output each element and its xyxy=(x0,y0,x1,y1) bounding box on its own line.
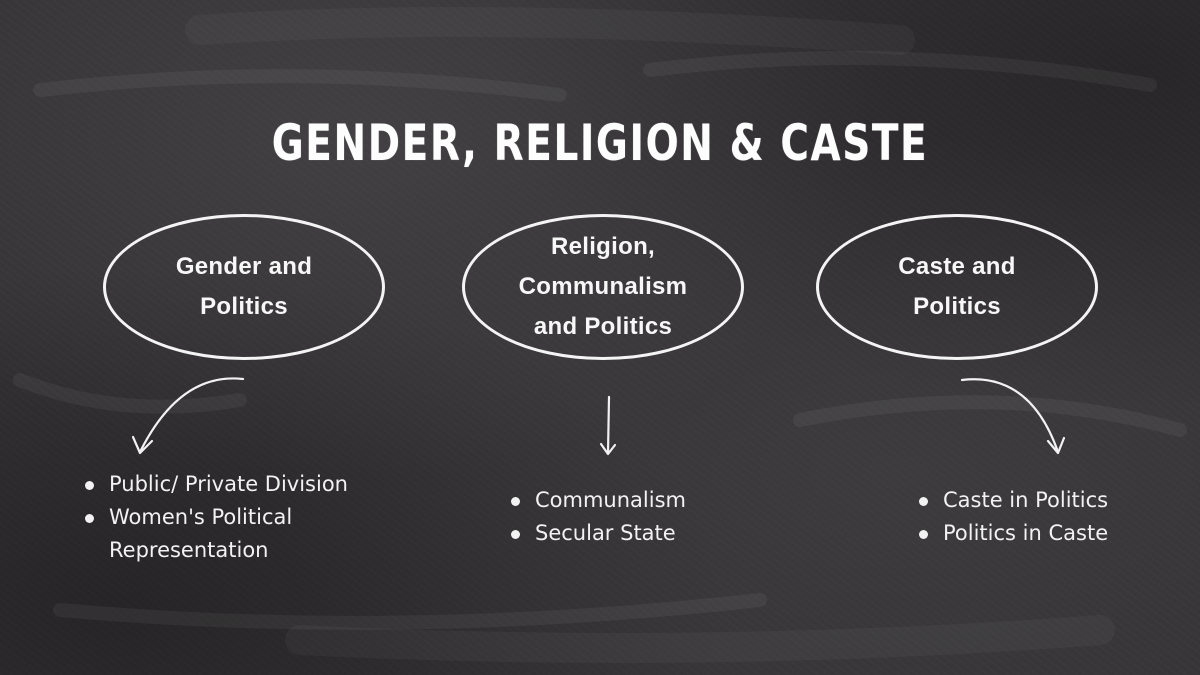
caste-politics-points: Caste in Politics Politics in Caste xyxy=(916,484,1176,550)
curved-arrow-down-left-icon xyxy=(131,377,245,455)
topic-oval-religion-communalism-politics: Religion, Communalism and Politics xyxy=(462,214,744,360)
topic-label: Religion, Communalism and Politics xyxy=(518,233,688,340)
page-title: GENDER, RELIGION & CASTE xyxy=(271,114,929,172)
topic-oval-gender-politics: Gender and Politics xyxy=(103,214,385,360)
gender-politics-points: Public/ Private Division Women's Politic… xyxy=(82,468,402,567)
topic-label: Gender and Politics xyxy=(175,253,313,320)
list-item: Secular State xyxy=(508,517,748,550)
topic-oval-caste-politics: Caste and Politics xyxy=(816,214,1098,360)
list-item: Public/ Private Division xyxy=(82,468,402,501)
list-item: Women's Political Representation xyxy=(82,501,402,567)
list-item: Politics in Caste xyxy=(916,517,1176,550)
bullet-icon xyxy=(511,530,520,539)
bullet-icon xyxy=(919,497,928,506)
list-item: Caste in Politics xyxy=(916,484,1176,517)
list-item: Communalism xyxy=(508,484,748,517)
bullet-icon xyxy=(85,514,94,523)
religion-politics-points: Communalism Secular State xyxy=(508,484,748,550)
bullet-icon xyxy=(511,497,520,506)
bullet-icon xyxy=(85,481,94,490)
straight-arrow-down-icon xyxy=(599,395,617,456)
bullet-icon xyxy=(919,530,928,539)
curved-arrow-down-right-icon xyxy=(960,378,1066,455)
topic-label: Caste and Politics xyxy=(898,253,1016,320)
